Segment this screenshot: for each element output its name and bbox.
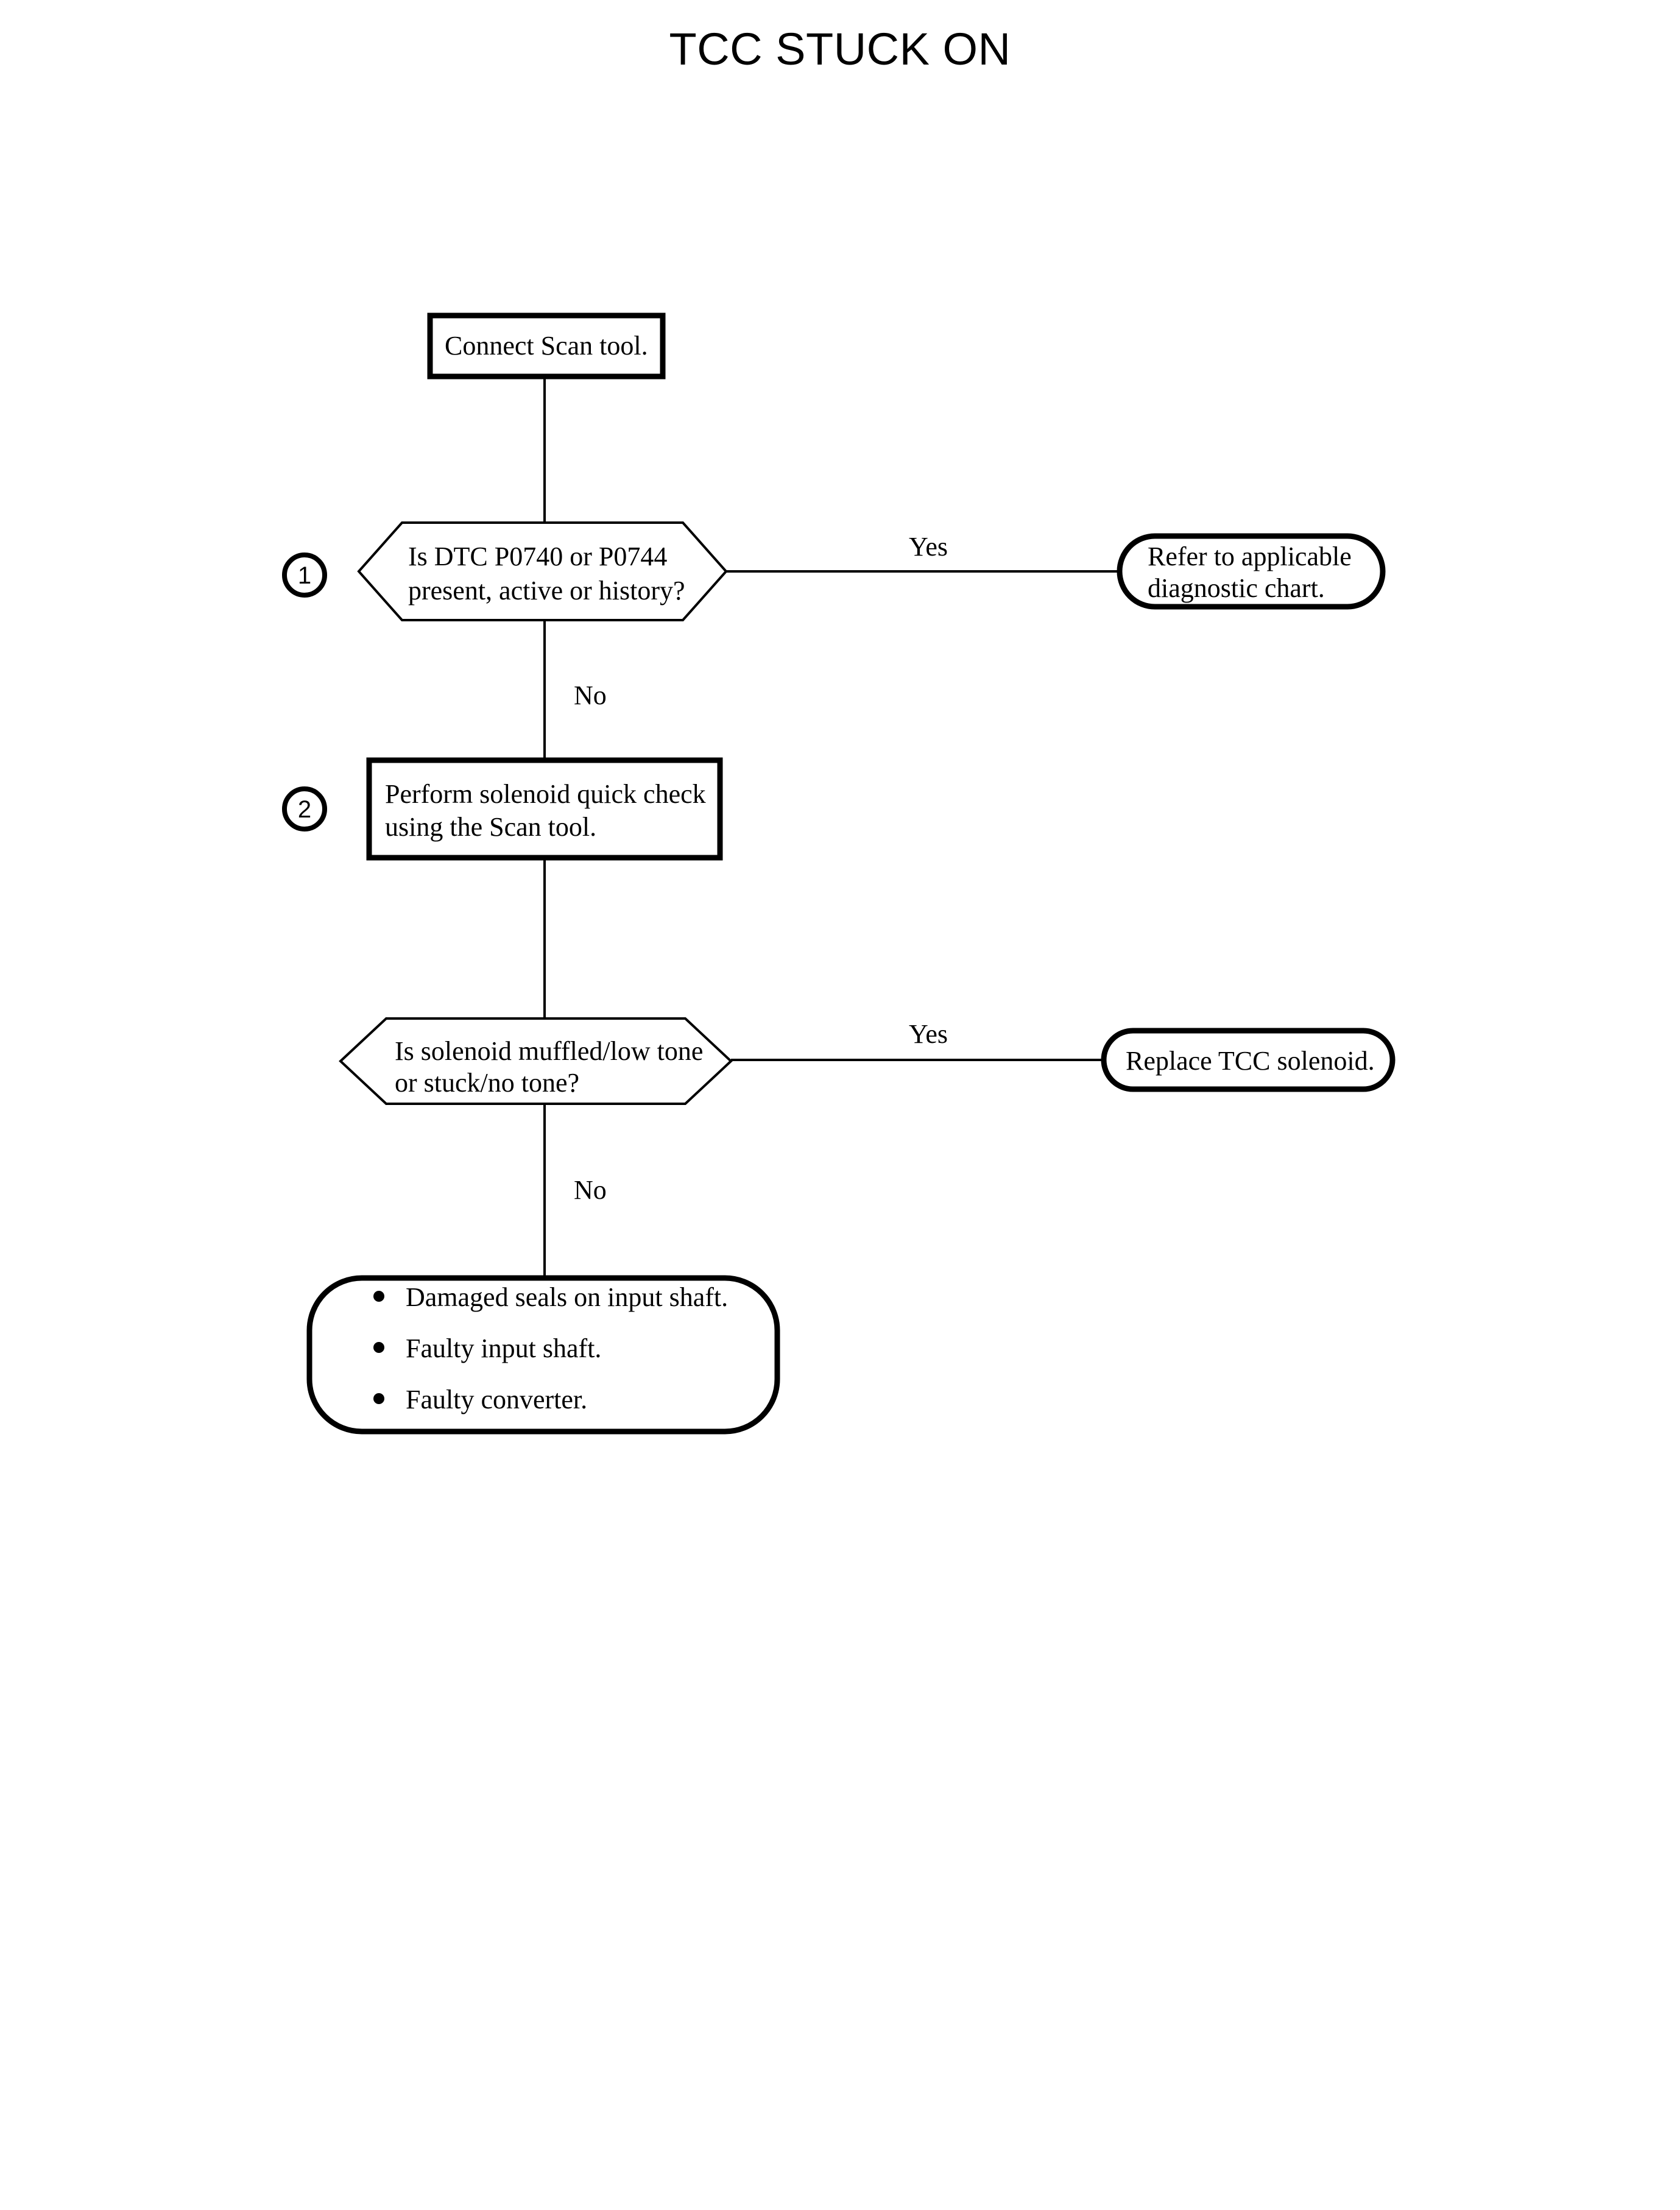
node-tone-decision[interactable]: Is solenoid muffled/low tone or stuck/no… — [339, 1017, 733, 1105]
bullet-dot-icon — [373, 1393, 384, 1404]
edge-label-dtc-no: No — [574, 680, 607, 710]
step-marker-2-number: 2 — [298, 796, 311, 823]
refer-chart-line2: diagnostic chart. — [1148, 573, 1325, 603]
step-marker-circle — [282, 786, 327, 831]
causes-bullet-2: Faulty input shaft. — [406, 1333, 601, 1363]
solenoid-check-line1: Perform solenoid quick check — [385, 779, 706, 809]
dtc-decision-line1: Is DTC P0740 or P0744 — [408, 542, 667, 571]
terminator-outline — [1117, 533, 1386, 610]
terminator-outline — [1101, 1028, 1396, 1092]
step-marker-2: 2 — [282, 786, 327, 831]
node-dtc-decision[interactable]: Is DTC P0740 or P0744 present, active or… — [357, 521, 728, 621]
edge-label-tone-no: No — [574, 1175, 607, 1205]
process-box-outline — [366, 757, 723, 861]
page-title: TCC STUCK ON — [669, 24, 1011, 74]
node-connect-scan-tool[interactable]: Connect Scan tool. — [427, 312, 666, 380]
tone-decision-line1: Is solenoid muffled/low tone — [395, 1036, 703, 1066]
node-refer-diagnostic-chart[interactable]: Refer to applicable diagnostic chart. — [1117, 533, 1386, 610]
tone-decision-line2: or stuck/no tone? — [395, 1068, 579, 1098]
causes-bullet-3: Faulty converter. — [406, 1385, 587, 1414]
node-causes-list[interactable]: Damaged seals on input shaft. Faulty inp… — [306, 1275, 780, 1435]
node-solenoid-quick-check[interactable]: Perform solenoid quick check using the S… — [366, 757, 723, 861]
bullet-dot-icon — [373, 1291, 384, 1302]
refer-chart-line1: Refer to applicable — [1148, 542, 1352, 571]
process-box-outline — [427, 312, 666, 380]
step-marker-circle — [282, 552, 327, 598]
edge-label-tone-yes: Yes — [909, 1019, 948, 1049]
causes-bullet-1: Damaged seals on input shaft. — [406, 1282, 728, 1312]
terminator-outline — [306, 1275, 780, 1435]
solenoid-check-line2: using the Scan tool. — [385, 812, 596, 842]
step-marker-1-number: 1 — [298, 562, 311, 589]
node-replace-tcc-solenoid[interactable]: Replace TCC solenoid. — [1101, 1028, 1396, 1092]
replace-solenoid-label: Replace TCC solenoid. — [1126, 1046, 1375, 1076]
connect-scan-tool-label: Connect Scan tool. — [445, 331, 648, 361]
decision-hexagon-outline — [357, 521, 728, 621]
bullet-dot-icon — [373, 1342, 384, 1353]
step-marker-1: 1 — [282, 552, 327, 598]
decision-hexagon-outline — [339, 1017, 733, 1105]
dtc-decision-line2: present, active or history? — [408, 576, 685, 605]
edge-label-dtc-yes: Yes — [909, 532, 948, 562]
